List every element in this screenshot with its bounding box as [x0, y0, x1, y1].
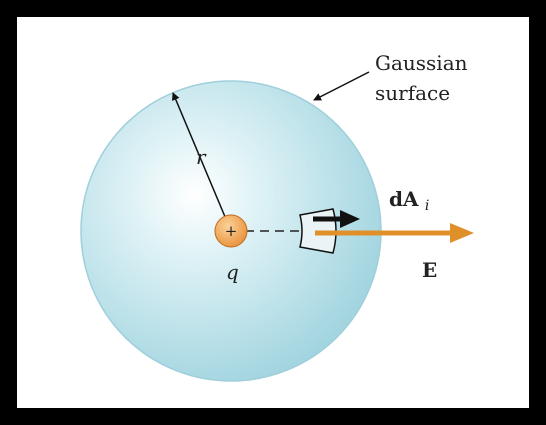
- surface-pointer: [313, 71, 370, 101]
- point-charge: [214, 214, 248, 248]
- area-label-subscript: i: [425, 198, 429, 214]
- radius-arrow: [172, 92, 232, 232]
- field-vector-head: [450, 223, 474, 243]
- area-label-base: dA: [389, 187, 419, 211]
- surface-label-line1: Gaussian: [375, 51, 468, 75]
- charge-sign: +: [225, 222, 238, 240]
- area-label: dA i: [389, 187, 429, 214]
- radius-label: r: [196, 145, 207, 169]
- field-label: E: [422, 258, 437, 282]
- charge-label: q: [226, 260, 239, 284]
- surface-label-line2: surface: [375, 81, 450, 105]
- area-vector-head: [340, 210, 360, 228]
